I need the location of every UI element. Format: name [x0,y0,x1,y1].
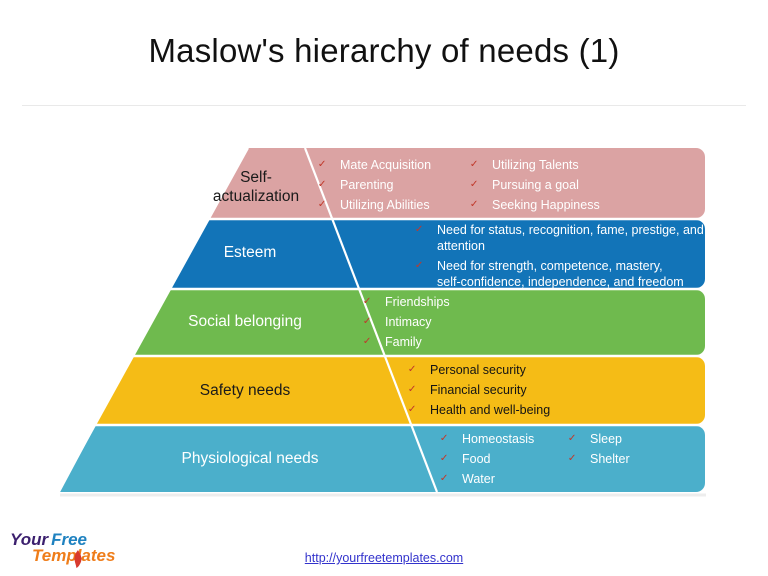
list-item: ✓ Utilizing Talents [469,158,579,172]
page-title: Maslow's hierarchy of needs (1) [148,32,620,69]
list-item: ✓ Food [439,452,491,466]
check-icon: ✓ [362,336,372,347]
list-item: ✓ Intimacy [362,315,432,329]
leaf-icon [74,550,82,568]
tier-bullets-physiological-needs: ✓ Homeostasis ✓ Food ✓ Water ✓ Sleep [440,431,688,491]
site-url-link[interactable]: http://yourfreetemplates.com [304,551,464,565]
tier-bullets-esteem: ✓ Need for status, recognition, fame, pr… [415,222,705,294]
bullet-column: ✓ Friendships ✓ Intimacy ✓ Family [363,294,613,354]
list-item: ✓ Health and well-being [407,403,551,417]
list-item: ✓ Parenting [317,178,394,192]
check-icon: ✓ [414,224,424,235]
tier-bullets-social-belonging: ✓ Friendships ✓ Intimacy ✓ Family [363,294,613,354]
check-icon: ✓ [317,199,327,210]
check-icon: ✓ [362,296,372,307]
bullet-column: ✓ Utilizing Talents ✓ Pursuing a goal ✓ … [470,157,630,217]
check-icon: ✓ [469,179,479,190]
list-item: ✓ Utilizing Abilities [317,198,430,212]
check-icon: ✓ [407,384,417,395]
list-item: ✓ Need for status, recognition, fame, pr… [414,223,704,253]
check-icon: ✓ [362,316,372,327]
tier-label-esteem: Esteem [223,244,277,261]
list-item: ✓ Mate Acquisition [317,158,432,172]
logo-word-templates: Templates [32,546,116,565]
check-icon: ✓ [414,260,424,271]
logo-line-2: Templates [32,546,115,566]
logo-word-free: Free [51,530,88,549]
check-icon: ✓ [407,404,417,415]
check-icon: ✓ [469,159,479,170]
header-divider [22,105,746,106]
list-item: ✓ Need for strength, competence, mastery… [414,259,684,289]
bullet-column: ✓ Mate Acquisition ✓ Parenting ✓ Utilizi… [318,157,470,217]
list-item: ✓ Friendships [362,295,450,309]
check-icon: ✓ [567,453,577,464]
tier-label-physiological-needs: Physiological needs [181,450,319,467]
tier-bullets-safety-needs: ✓ Personal security ✓ Financial security… [408,362,658,422]
list-item: ✓ Water [439,472,495,486]
tier-bullets-self-actualization: ✓ Mate Acquisition ✓ Parenting ✓ Utilizi… [318,157,630,217]
check-icon: ✓ [317,179,327,190]
list-item: ✓ Family [362,335,422,349]
list-item: ✓ Homeostasis [439,432,535,446]
check-icon: ✓ [567,433,577,444]
bullet-column: ✓ Personal security ✓ Financial security… [408,362,658,422]
list-item: ✓ Sleep [567,432,622,446]
check-icon: ✓ [317,159,327,170]
list-item: ✓ Shelter [567,452,630,466]
bullet-column: ✓ Sleep ✓ Shelter [568,431,688,491]
tier-label-social-belonging: Social belonging [188,313,302,330]
list-item: ✓ Financial security [407,383,527,397]
tier-label-self-actualization: Self- actualization [212,169,300,205]
tier-label-safety-needs: Safety needs [199,382,291,399]
check-icon: ✓ [469,199,479,210]
check-icon: ✓ [439,473,449,484]
check-icon: ✓ [439,453,449,464]
list-item: ✓ Personal security [407,363,526,377]
bullet-column: ✓ Homeostasis ✓ Food ✓ Water [440,431,568,491]
check-icon: ✓ [439,433,449,444]
bullet-column: ✓ Need for status, recognition, fame, pr… [415,222,705,294]
check-icon: ✓ [407,364,417,375]
logo-word-your: Your [10,530,49,549]
list-item: ✓ Pursuing a goal [469,178,579,192]
list-item: ✓ Seeking Happiness [469,198,600,212]
